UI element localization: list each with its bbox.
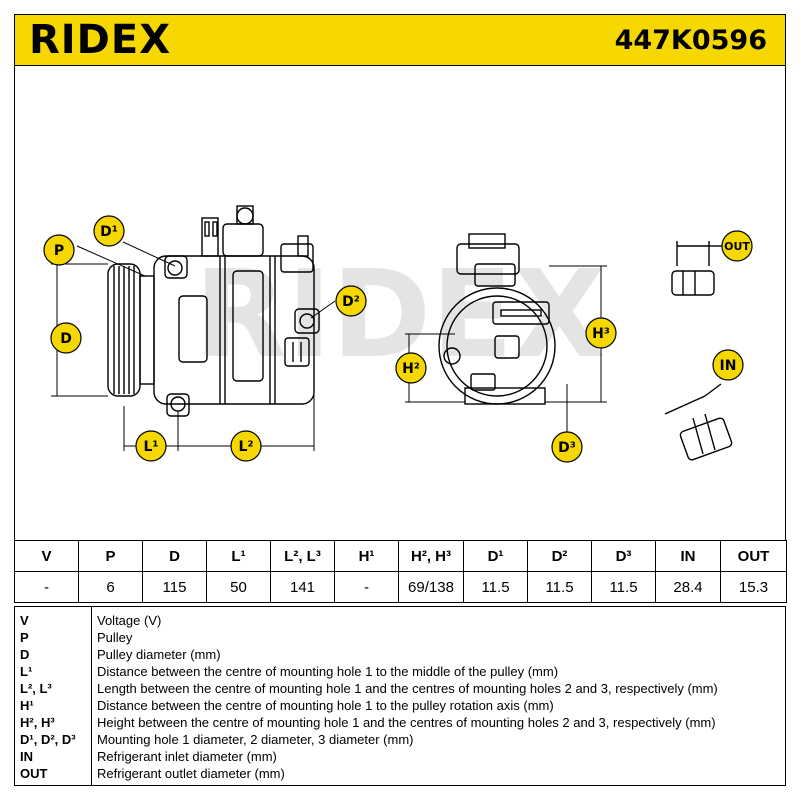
outlet-fitting xyxy=(671,241,723,296)
spec-header: L², L³ xyxy=(270,540,335,572)
legend-row: P Pulley xyxy=(15,629,787,646)
callout-h3: H³ xyxy=(585,317,617,349)
svg-text:H²: H² xyxy=(402,361,420,377)
legend-key: OUT xyxy=(20,766,48,781)
spec-header: D³ xyxy=(591,540,656,572)
spec-value: - xyxy=(334,571,399,603)
legend-key: D xyxy=(20,647,30,662)
legend-desc: Refrigerant inlet diameter (mm) xyxy=(97,749,277,764)
legend-desc: Distance between the centre of mounting … xyxy=(97,664,559,679)
svg-text:D²: D² xyxy=(342,294,360,310)
spec-header: IN xyxy=(655,540,721,572)
spec-value: 50 xyxy=(206,571,271,603)
callout-d3: D³ xyxy=(551,431,583,463)
spec-value: 141 xyxy=(270,571,335,603)
spec-header: V xyxy=(14,540,79,572)
legend-row: D¹, D², D³ Mounting hole 1 diameter, 2 d… xyxy=(15,731,787,748)
legend-divider xyxy=(91,607,92,785)
svg-text:H³: H³ xyxy=(592,326,610,342)
spec-value: 115 xyxy=(142,571,207,603)
technical-drawing: RIDEX xyxy=(14,66,786,540)
part-number: 447K0596 xyxy=(614,25,767,56)
legend-row: OUT Refrigerant outlet diameter (mm) xyxy=(15,765,787,782)
legend-row: D Pulley diameter (mm) xyxy=(15,646,787,663)
compressor-drawing: RIDEX xyxy=(43,205,753,463)
callout-h2: H² xyxy=(395,352,427,384)
spec-value: 69/138 xyxy=(398,571,464,603)
legend-key: P xyxy=(20,630,29,645)
legend-desc: Voltage (V) xyxy=(97,613,162,628)
callout-l2: L² xyxy=(230,430,262,462)
legend-key: D¹, D², D³ xyxy=(20,732,76,747)
callout-p: P xyxy=(43,234,75,266)
spec-value: - xyxy=(14,571,79,603)
legend-desc: Refrigerant outlet diameter (mm) xyxy=(97,766,285,781)
legend-key: L², L³ xyxy=(20,681,52,696)
spec-header: H¹ xyxy=(334,540,399,572)
specs-header-row: V P D L¹ L², L³ H¹ H², H³ D¹ D² D³ IN OU… xyxy=(14,540,787,572)
spec-header: D xyxy=(142,540,207,572)
spec-value: 11.5 xyxy=(591,571,656,603)
svg-text:IN: IN xyxy=(720,358,737,374)
spec-header: P xyxy=(78,540,143,572)
spec-header: D² xyxy=(527,540,592,572)
svg-text:OUT: OUT xyxy=(724,240,750,253)
legend-key: IN xyxy=(20,749,33,764)
spec-value: 11.5 xyxy=(527,571,592,603)
legend-row: V Voltage (V) xyxy=(15,612,787,629)
compressor-front-view xyxy=(438,233,556,405)
spec-header: OUT xyxy=(720,540,787,572)
legend-key: H¹ xyxy=(20,698,34,713)
specs-table: V P D L¹ L², L³ H¹ H², H³ D¹ D² D³ IN OU… xyxy=(14,540,787,603)
callout-d: D xyxy=(50,322,82,354)
spec-value: 11.5 xyxy=(463,571,528,603)
spec-header: H², H³ xyxy=(398,540,464,572)
callout-in: IN xyxy=(712,349,744,381)
legend-row: IN Refrigerant inlet diameter (mm) xyxy=(15,748,787,765)
legend-desc: Pulley xyxy=(97,630,133,645)
svg-text:D¹: D¹ xyxy=(100,224,118,240)
svg-text:P: P xyxy=(54,243,64,259)
legend-row: L¹ Distance between the centre of mounti… xyxy=(15,663,787,680)
brand-logo: RIDEX xyxy=(29,17,172,63)
callout-d1: D¹ xyxy=(93,215,125,247)
spec-value: 6 xyxy=(78,571,143,603)
legend-row: H¹ Distance between the centre of mounti… xyxy=(15,697,787,714)
inlet-fitting xyxy=(664,383,733,461)
svg-text:D³: D³ xyxy=(558,440,576,456)
legend: V Voltage (V) P Pulley D Pulley diameter… xyxy=(14,606,786,786)
legend-key: V xyxy=(20,613,29,628)
legend-desc: Distance between the centre of mounting … xyxy=(97,698,554,713)
svg-text:L¹: L¹ xyxy=(143,439,158,455)
legend-key: L¹ xyxy=(20,664,33,679)
specs-value-row: - 6 115 50 141 - 69/138 11.5 11.5 11.5 2… xyxy=(14,571,787,603)
spec-header: D¹ xyxy=(463,540,528,572)
legend-desc: Height between the centre of mounting ho… xyxy=(97,715,716,730)
datasheet: RIDEX 447K0596 RIDEX xyxy=(14,14,787,786)
spec-value: 28.4 xyxy=(655,571,721,603)
callout-d2: D² xyxy=(335,285,367,317)
callout-l1: L¹ xyxy=(135,430,167,462)
svg-text:D: D xyxy=(60,331,72,347)
spec-header: L¹ xyxy=(206,540,271,572)
legend-row: L², L³ Length between the centre of moun… xyxy=(15,680,787,697)
legend-row: H², H³ Height between the centre of moun… xyxy=(15,714,787,731)
svg-text:L²: L² xyxy=(238,439,253,455)
callout-out: OUT xyxy=(721,230,753,262)
header-bar: RIDEX 447K0596 xyxy=(14,14,786,66)
legend-desc: Pulley diameter (mm) xyxy=(97,647,221,662)
spec-value: 15.3 xyxy=(720,571,787,603)
legend-desc: Mounting hole 1 diameter, 2 diameter, 3 … xyxy=(97,732,414,747)
legend-desc: Length between the centre of mounting ho… xyxy=(97,681,718,696)
compressor-side-view xyxy=(107,205,320,417)
legend-key: H², H³ xyxy=(20,715,55,730)
